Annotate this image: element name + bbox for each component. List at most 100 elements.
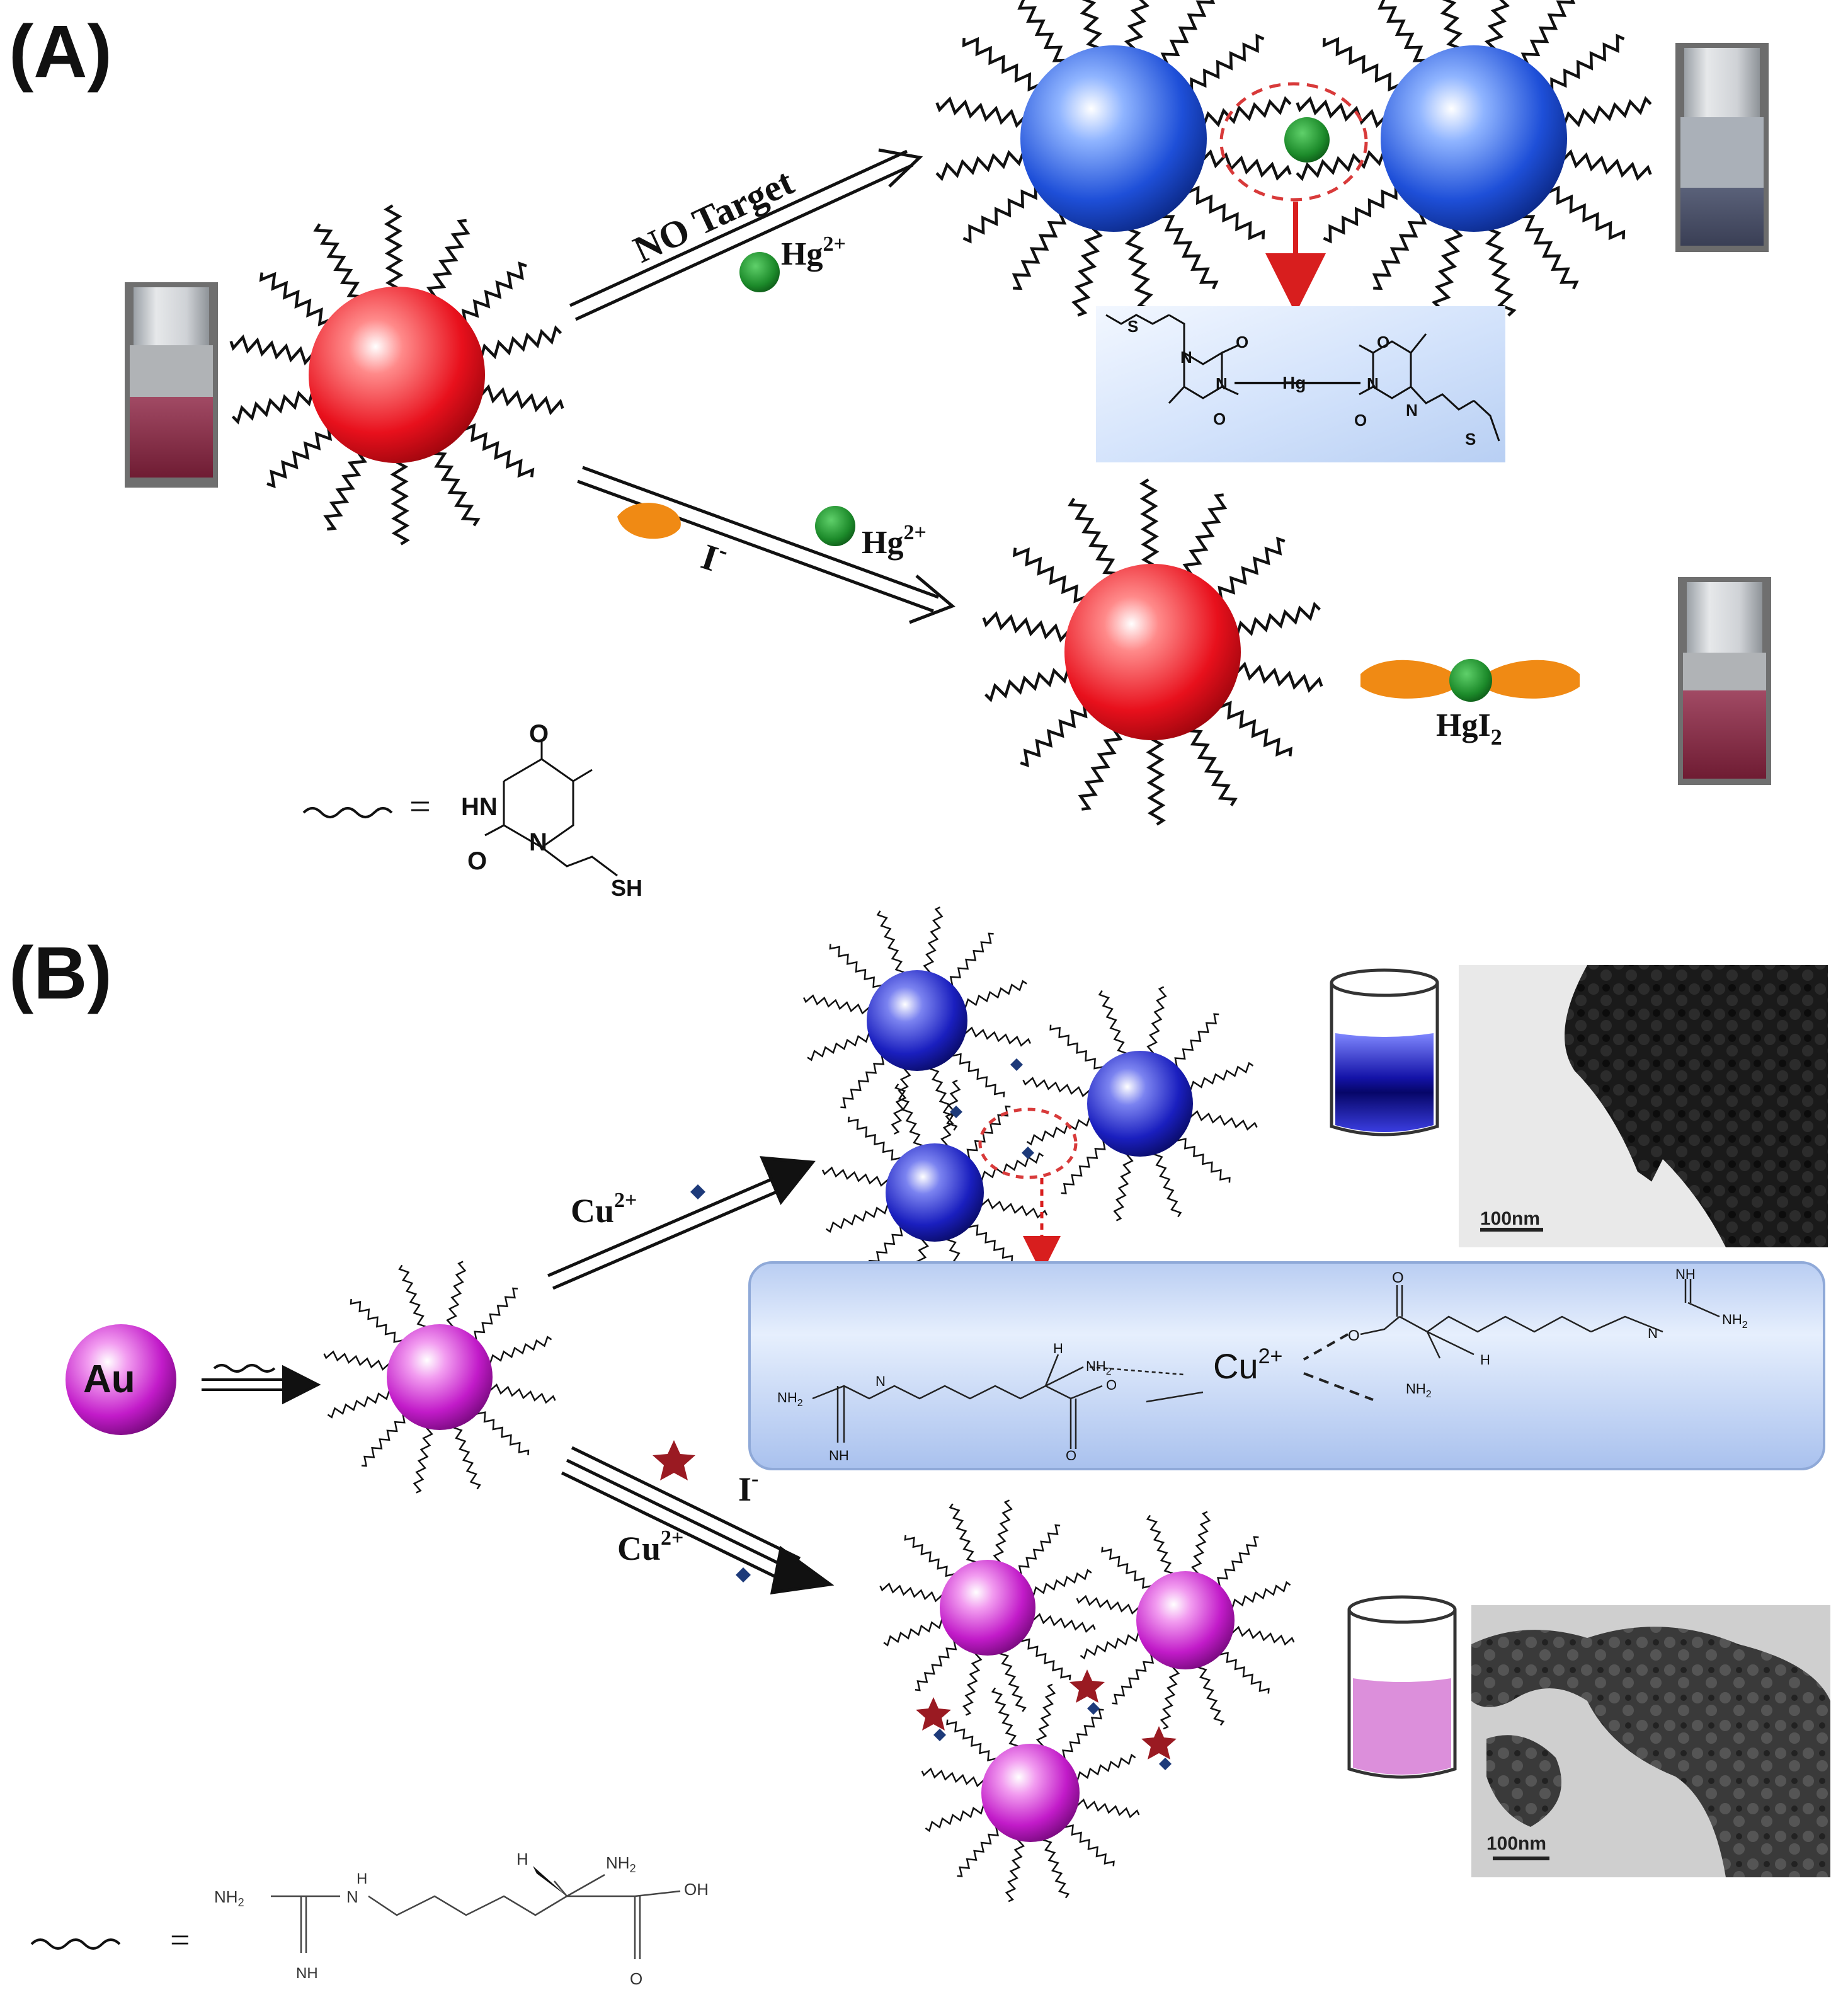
ligand-chain xyxy=(935,147,1031,181)
arrow-no-target xyxy=(569,148,923,321)
ligand-chain xyxy=(1175,1136,1231,1183)
ligand-chain xyxy=(1229,1625,1295,1646)
ligand-chain xyxy=(1151,1149,1182,1218)
iodide-cu-pair-1 xyxy=(916,1697,951,1741)
legend-b-wavy-ligand xyxy=(30,1938,121,1950)
hgi2-complex xyxy=(1360,659,1580,702)
ligand-chain xyxy=(259,272,335,327)
ligand-chain xyxy=(997,1649,1027,1712)
ligand-chain xyxy=(879,1582,945,1603)
ligand-chain xyxy=(961,980,1027,1010)
ligand-chain xyxy=(1155,209,1219,290)
ligand-chain xyxy=(1026,1115,1095,1146)
tem-image-aggregated xyxy=(1459,965,1828,1247)
hg-ion-dot-top xyxy=(739,252,780,292)
ligand-chain xyxy=(323,1350,393,1371)
ligand-chain xyxy=(1515,209,1579,290)
hg-ion-label-bottom: Hg2+ xyxy=(862,521,927,561)
complex-b-nh-left-bottom: NH xyxy=(829,1448,849,1463)
complex-b-o-bottom: O xyxy=(1066,1448,1076,1463)
ligand-chain xyxy=(1017,1524,1061,1576)
cu-ion-b3 xyxy=(1022,1147,1034,1159)
ligand-chain xyxy=(1030,1613,1096,1634)
ligand-chain xyxy=(451,1422,481,1490)
legend-b-n-link: N xyxy=(346,1887,358,1906)
ligand-chain xyxy=(1183,723,1238,806)
cu-ion-b2 xyxy=(950,1106,962,1118)
au-label: Au xyxy=(83,1358,135,1401)
ligand-chain xyxy=(1124,0,1150,56)
ligand-chain xyxy=(427,446,481,527)
particle-core xyxy=(1136,1571,1235,1669)
complex-b-o-bottom-right: O xyxy=(1106,1377,1117,1393)
blue-nanoparticle-b1 xyxy=(802,906,1032,1135)
purple-nanoparticle-d1 xyxy=(879,1499,1096,1716)
ligand-chain xyxy=(925,1803,988,1833)
complex-a-o4: O xyxy=(1354,411,1367,430)
ligand-chain xyxy=(962,37,1044,92)
ligand-chain xyxy=(946,1719,998,1763)
ligand-chain xyxy=(475,1409,530,1456)
ligand-chain xyxy=(384,204,404,295)
ligand-chain xyxy=(231,387,319,425)
legend-b-nh-bottom: NH xyxy=(296,1965,318,1982)
au-sphere xyxy=(66,1324,176,1435)
cu-ion-bottom xyxy=(736,1567,751,1582)
blue-nanoparticle-b3 xyxy=(821,1079,1048,1306)
ligand-chain xyxy=(1322,37,1405,92)
ligand-chain xyxy=(1112,1652,1156,1705)
hg-thymine-complex: S O N N O Hg O N O N S xyxy=(1096,306,1505,462)
ligand-chain xyxy=(361,1412,408,1467)
ligand-chain xyxy=(940,1079,961,1149)
complex-b-nh2-far-left: NH2 xyxy=(777,1390,803,1409)
ligand-chain xyxy=(1098,990,1129,1058)
ligand-chain xyxy=(323,447,367,531)
ligand-chain xyxy=(1029,1569,1092,1598)
ligand-chain xyxy=(446,1261,467,1330)
beaker-blue xyxy=(1330,968,1439,1136)
tem-image-dispersed xyxy=(1471,1605,1830,1877)
ligand-chain xyxy=(1372,208,1427,290)
legend-a-o-bottom: O xyxy=(467,847,487,875)
arrow-cu-aggregation xyxy=(547,1156,816,1290)
hg-ion-dot-bottom xyxy=(815,506,855,546)
particle-core xyxy=(940,1560,1035,1656)
complex-a-o2: O xyxy=(1213,409,1226,428)
blue-nanoparticle-right xyxy=(1296,0,1652,317)
ligand-chain xyxy=(978,1198,1048,1219)
ligand-chain xyxy=(1544,33,1625,97)
red-nanoparticle-initial xyxy=(229,204,564,546)
ligand-chain xyxy=(991,1687,1020,1751)
ligand-chain xyxy=(1377,0,1432,68)
complex-a-n3: N xyxy=(1367,374,1379,393)
ligand-chain xyxy=(1012,547,1091,604)
ligand-chain xyxy=(327,1388,394,1419)
ligand-chain xyxy=(1012,208,1067,290)
hgi2-label: HgI2 xyxy=(1436,707,1502,750)
ligand-chain xyxy=(413,1424,433,1494)
legend-a-o-top: O xyxy=(529,720,549,748)
ligand-chain xyxy=(1172,1013,1219,1068)
particle-core xyxy=(1020,45,1207,232)
legend-a: = O HN O N SH xyxy=(302,720,642,901)
ligand-chain xyxy=(957,1825,1001,1877)
ligand-chain xyxy=(1184,33,1265,97)
complex-b-nh2-mid-right: NH2 xyxy=(1406,1381,1432,1400)
iodide-label-b: I- xyxy=(738,1467,758,1508)
particle-core xyxy=(1381,45,1567,232)
particle-core xyxy=(1064,564,1241,740)
complex-b-o-top: O xyxy=(1392,1269,1404,1286)
complex-a-n1: N xyxy=(1180,348,1192,367)
cu-ion-top xyxy=(690,1184,705,1199)
ligand-chain xyxy=(1080,1630,1143,1660)
particle-core xyxy=(1087,1051,1193,1157)
ligand-chain xyxy=(458,261,527,328)
ligand-chain xyxy=(1146,986,1167,1057)
ligand-chain xyxy=(1020,699,1092,768)
blue-nanoparticle-b2 xyxy=(1022,986,1258,1222)
complex-a-s1: S xyxy=(1127,317,1138,336)
legend-b-h: H xyxy=(516,1850,528,1868)
particle-core xyxy=(886,1143,984,1242)
ligand-chain xyxy=(1139,478,1160,573)
ligand-chain xyxy=(1146,1514,1175,1578)
